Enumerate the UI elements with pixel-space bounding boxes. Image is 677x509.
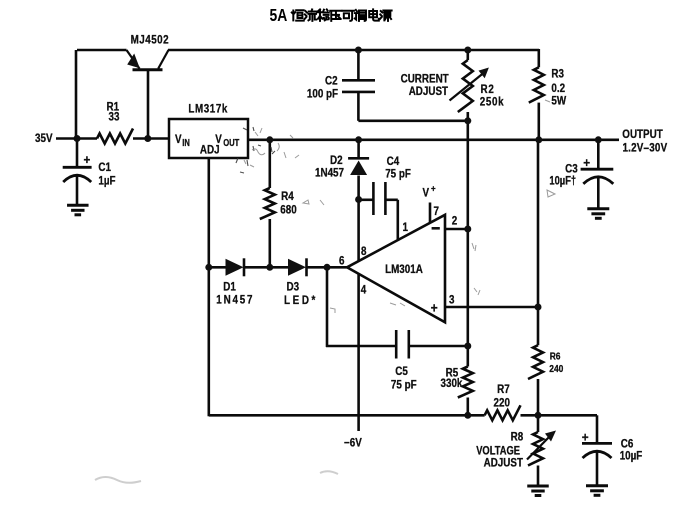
svg-text:5W: 5W bbox=[551, 95, 566, 108]
svg-text:3: 3 bbox=[449, 294, 454, 307]
svg-text:100 pF: 100 pF bbox=[307, 87, 338, 100]
svg-text:D3: D3 bbox=[287, 280, 300, 293]
svg-text:4: 4 bbox=[361, 284, 367, 297]
svg-text:1: 1 bbox=[403, 221, 408, 234]
svg-text:V: V bbox=[175, 133, 182, 146]
svg-text:1.2V–30V: 1.2V–30V bbox=[623, 142, 668, 155]
svg-text:V: V bbox=[215, 133, 222, 146]
svg-text:OUTPUT: OUTPUT bbox=[622, 128, 663, 141]
svg-text:+: + bbox=[431, 183, 436, 194]
svg-text:R1: R1 bbox=[107, 101, 120, 114]
svg-text:75 pF: 75 pF bbox=[391, 379, 417, 392]
svg-text:1µF: 1µF bbox=[98, 175, 115, 188]
svg-text:D1: D1 bbox=[223, 280, 236, 293]
svg-text:ADJ: ADJ bbox=[200, 144, 220, 157]
svg-text:10µF: 10µF bbox=[620, 450, 643, 463]
svg-text:6: 6 bbox=[339, 255, 344, 268]
svg-text:R2: R2 bbox=[481, 83, 495, 96]
svg-text:+: + bbox=[583, 155, 590, 170]
svg-text:OUT: OUT bbox=[223, 137, 240, 148]
svg-text:C6: C6 bbox=[621, 438, 634, 451]
svg-text:MJ4502: MJ4502 bbox=[131, 34, 170, 47]
svg-text:+: + bbox=[582, 430, 589, 445]
svg-text:R6: R6 bbox=[550, 350, 561, 362]
svg-text:1N457: 1N457 bbox=[216, 294, 254, 307]
svg-text:240: 240 bbox=[549, 362, 563, 374]
svg-text:5A: 5A bbox=[270, 7, 288, 26]
svg-text:C3: C3 bbox=[565, 163, 578, 176]
svg-text:220: 220 bbox=[494, 396, 510, 409]
svg-text:−6V: −6V bbox=[344, 437, 362, 450]
svg-text:75 pF: 75 pF bbox=[385, 167, 411, 180]
svg-text:7: 7 bbox=[434, 205, 439, 218]
svg-text:+: + bbox=[431, 300, 438, 316]
svg-text:LM317k: LM317k bbox=[188, 103, 228, 116]
svg-text:IN: IN bbox=[182, 137, 190, 148]
svg-text:CURRENT: CURRENT bbox=[401, 73, 449, 86]
svg-text:680: 680 bbox=[280, 204, 296, 217]
svg-text:0.2: 0.2 bbox=[551, 82, 565, 95]
svg-text:8: 8 bbox=[361, 245, 366, 258]
svg-text:250k: 250k bbox=[480, 96, 505, 109]
svg-text:R7: R7 bbox=[497, 383, 510, 396]
svg-text:330k: 330k bbox=[441, 377, 464, 390]
svg-text:VOLTAGE: VOLTAGE bbox=[476, 444, 520, 457]
svg-text:R8: R8 bbox=[511, 431, 524, 444]
svg-text:35V: 35V bbox=[35, 132, 53, 145]
svg-text:ADJUST: ADJUST bbox=[409, 85, 449, 98]
svg-text:D2: D2 bbox=[330, 154, 343, 167]
svg-text:C4: C4 bbox=[387, 155, 400, 168]
svg-text:R4: R4 bbox=[281, 190, 294, 203]
svg-text:10µF†: 10µF† bbox=[549, 175, 576, 188]
svg-text:C1: C1 bbox=[98, 161, 111, 174]
svg-text:LM301A: LM301A bbox=[385, 263, 423, 276]
svg-text:C2: C2 bbox=[325, 75, 338, 88]
svg-text:V: V bbox=[423, 187, 430, 200]
svg-text:R3: R3 bbox=[551, 67, 564, 80]
svg-text:33: 33 bbox=[109, 110, 120, 123]
svg-text:2: 2 bbox=[452, 215, 457, 228]
svg-text:ADJUST: ADJUST bbox=[484, 457, 524, 470]
svg-text:1N457: 1N457 bbox=[315, 167, 344, 180]
svg-text:R5: R5 bbox=[446, 367, 459, 380]
svg-text:LED*: LED* bbox=[284, 294, 318, 307]
svg-text:C5: C5 bbox=[395, 365, 408, 378]
svg-text:+: + bbox=[84, 152, 91, 167]
